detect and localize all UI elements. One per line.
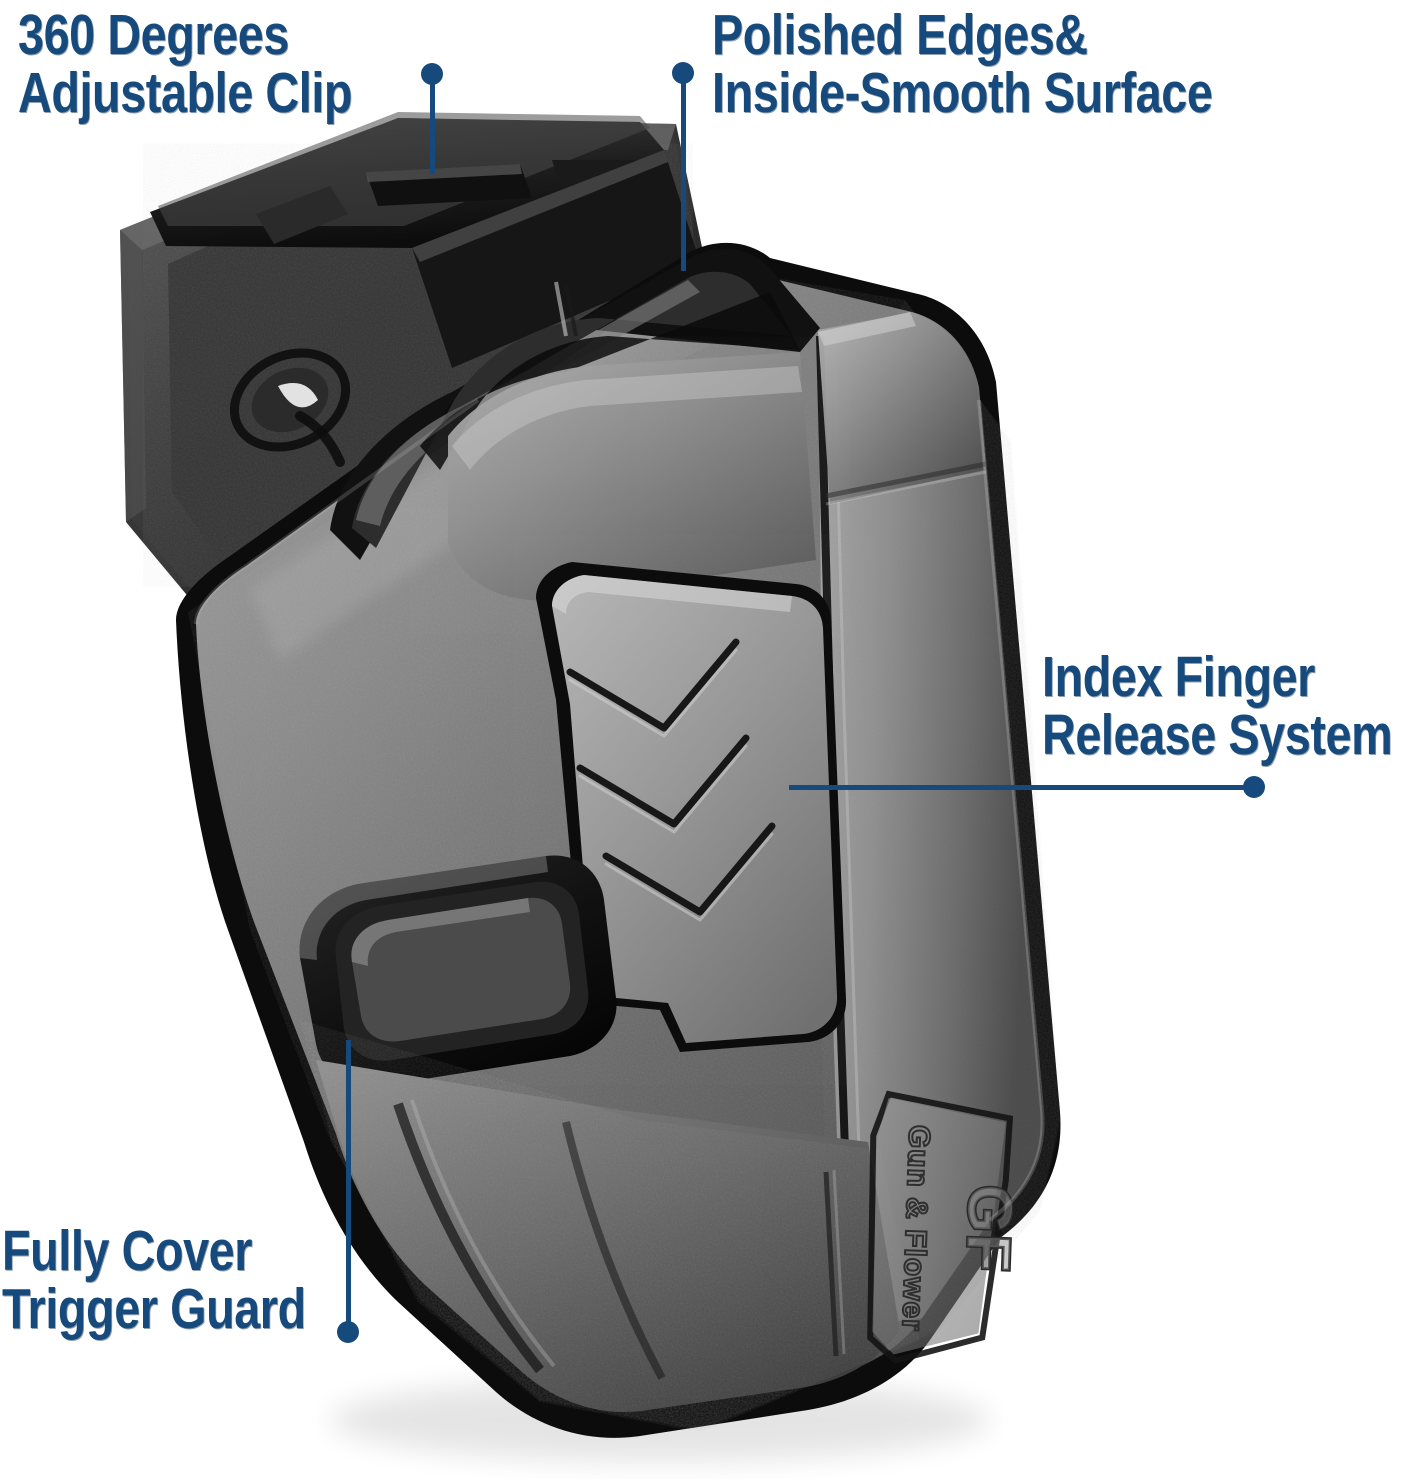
- callout-trigger-guard-line-2: Trigger Guard: [2, 1277, 306, 1342]
- rotation-hub: [229, 348, 351, 467]
- brand-monogram-fill: GF: [952, 1183, 1024, 1273]
- clip-slot-blocks: [256, 160, 646, 244]
- belt-clip-rail: [150, 112, 700, 368]
- holster-shell: GF GF Gun & Flower: [176, 242, 1062, 1438]
- leader-line-trigger-guard: [346, 1040, 351, 1332]
- callout-index-finger-release: Index Finger Release System: [1042, 645, 1393, 768]
- callout-polished-edges-line-1: Polished Edges&: [712, 3, 1088, 67]
- leader-line-adjustable-clip: [430, 74, 435, 174]
- holster-mouth: [330, 248, 820, 560]
- callout-adjustable-clip: 360 Degrees Adjustable Clip: [18, 6, 352, 122]
- trigger-guard-cover: [299, 855, 617, 1088]
- chevron-icon-group: [566, 638, 776, 916]
- leader-dot-adjustable-clip: [421, 63, 443, 85]
- chevron-icon-highlight: [568, 648, 774, 922]
- leader-dot-trigger-guard: [337, 1321, 359, 1343]
- callout-polished-edges-line-2: Inside-Smooth Surface: [712, 61, 1213, 126]
- leader-line-polished-edges: [681, 73, 686, 271]
- brand-plate: GF GF Gun & Flower: [867, 1090, 1026, 1364]
- callout-adjustable-clip-line-1: 360 Degrees: [18, 3, 289, 67]
- brand-monogram: GF GF: [951, 1182, 1026, 1275]
- callout-adjustable-clip-line-2: Adjustable Clip: [18, 61, 353, 126]
- brand-monogram-text: GF: [952, 1183, 1024, 1273]
- leader-dot-index-finger-release: [1243, 776, 1265, 798]
- leader-line-index-finger-release: [789, 785, 1257, 790]
- callout-index-finger-release-line-2: Release System: [1042, 703, 1393, 768]
- leader-dot-polished-edges: [672, 62, 694, 84]
- callout-trigger-guard-line-1: Fully Cover: [2, 1219, 253, 1283]
- callout-polished-edges: Polished Edges& Inside-Smooth Surface: [712, 3, 1213, 126]
- callout-trigger-guard: Fully Cover Trigger Guard: [2, 1222, 306, 1338]
- callout-index-finger-release-line-1: Index Finger: [1042, 645, 1315, 709]
